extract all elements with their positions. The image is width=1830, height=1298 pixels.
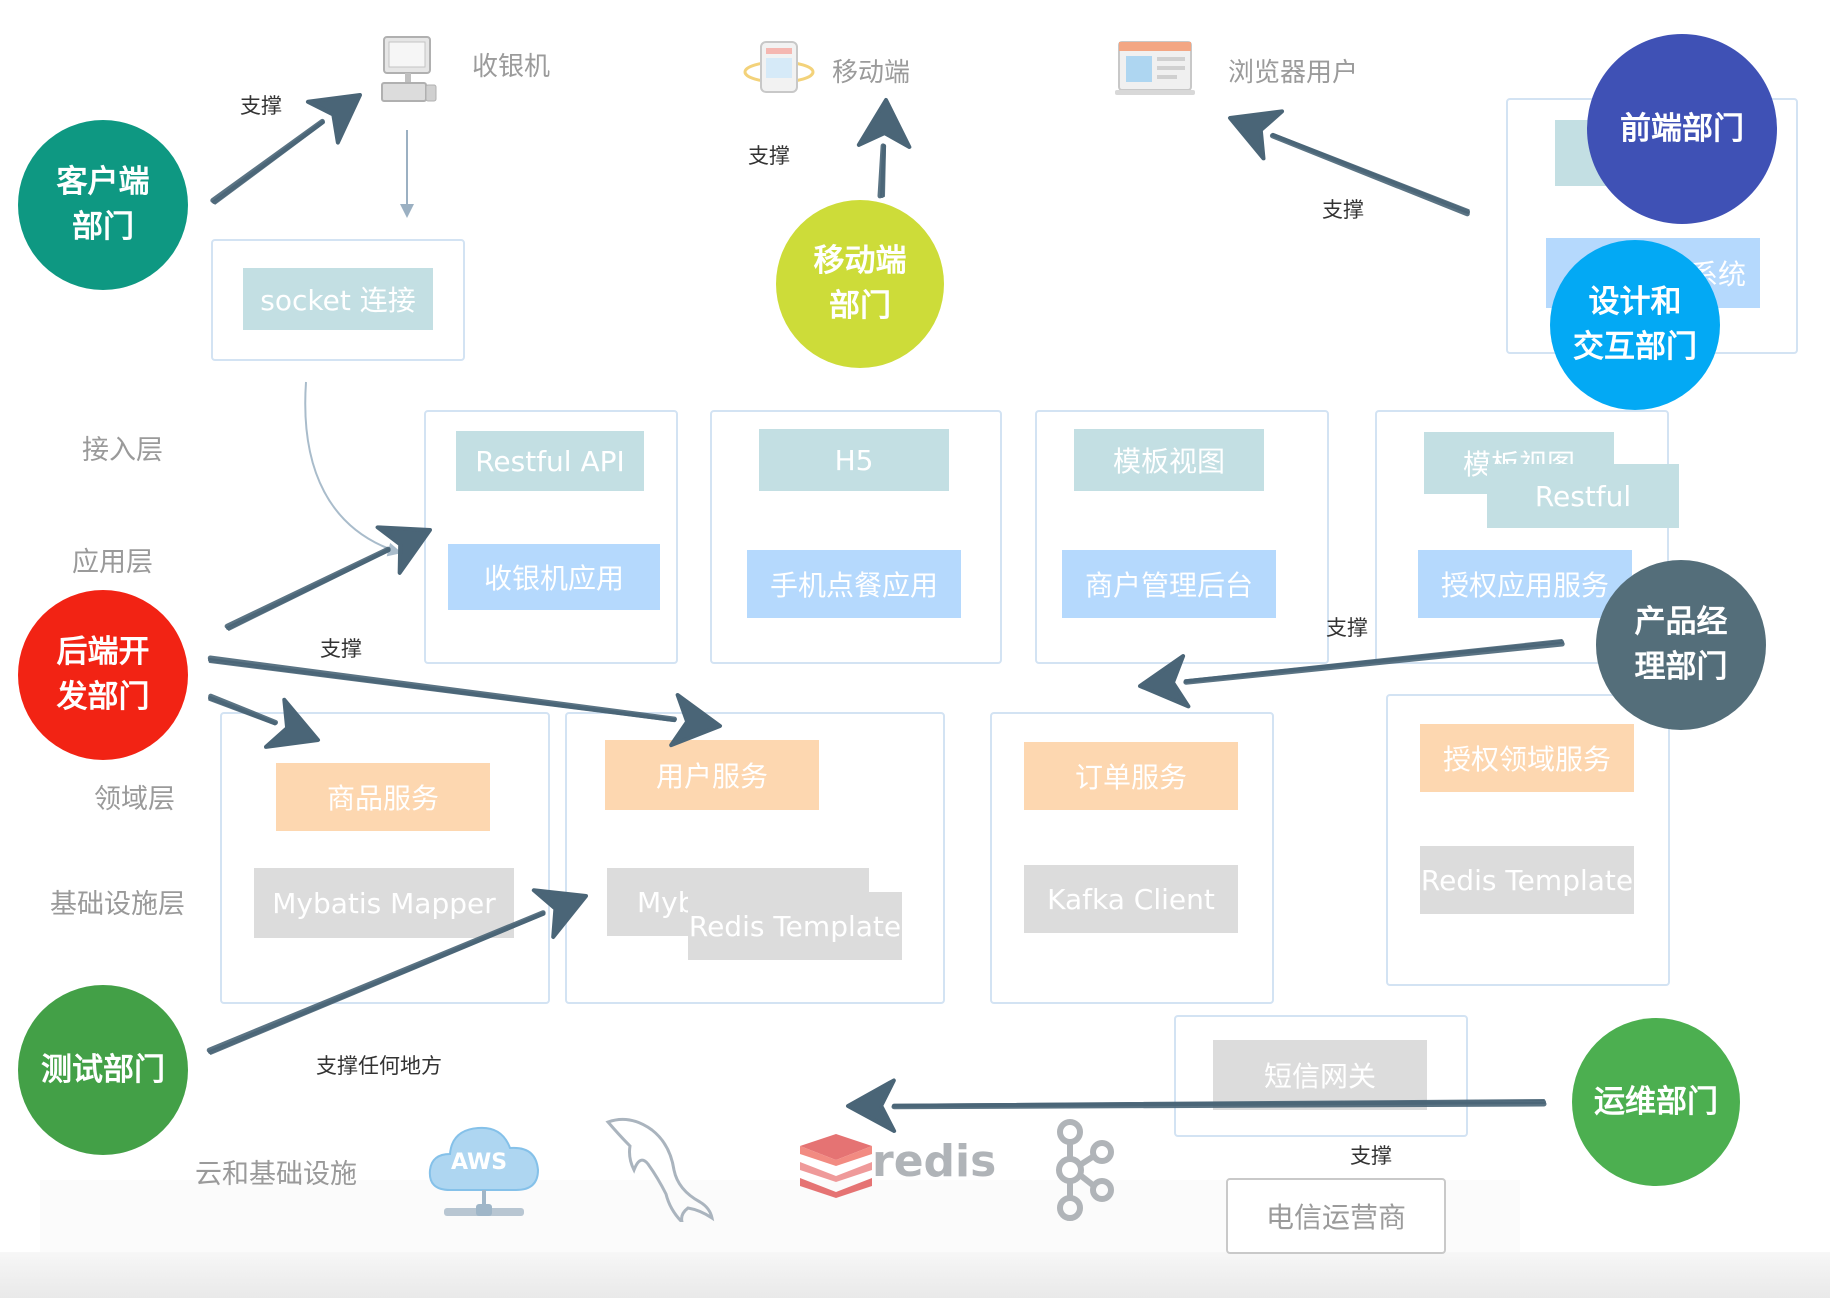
test-department-circle: 测试部门 (18, 985, 188, 1155)
client-support-arrow (210, 93, 362, 205)
test-support-label: 支撑任何地方 (316, 1054, 442, 1078)
mobile-dept-line-1: 移动端 (813, 243, 907, 280)
browser-icon (1115, 41, 1195, 95)
telecom-operator-box: 电信运营商 (1226, 1178, 1446, 1254)
backend-support-label: 支撑 (320, 637, 362, 661)
aws-cloud-icon (428, 1126, 540, 1216)
client-support-label: 支撑 (240, 94, 282, 118)
template-view-tag: 模板视图 (1074, 429, 1264, 491)
mobile-support-arrow (856, 98, 912, 199)
merchant-admin-tag: 商户管理后台 (1062, 550, 1276, 618)
test-dept-line-1: 测试部门 (41, 1051, 165, 1088)
pm-dept-line-2: 理部门 (1634, 649, 1728, 685)
mobile-department-circle: 移动端部门 (776, 200, 944, 368)
product-manager-department-circle: 产品经理部门 (1596, 560, 1766, 730)
mysql-dolphin-icon (605, 1117, 715, 1222)
access-layer-label: 接入层 (82, 435, 163, 466)
redis-logo-icon (800, 1134, 872, 1198)
design-department-circle: 设计和交互部门 (1550, 240, 1720, 410)
bottom-band (0, 1252, 1830, 1298)
backend-department-circle: 后端开发部门 (18, 590, 188, 760)
design-dept-line-2: 交互部门 (1573, 329, 1697, 365)
browser-support-arrow (1228, 109, 1470, 217)
client-dept-line-1: 客户端 (56, 164, 150, 201)
backend-to-cashier-arrow (224, 525, 432, 631)
backend-dept-line-1: 后端开 (56, 634, 150, 671)
backend-to-user-arrow (207, 655, 722, 748)
auth-domain-service-tag: 授权领域服务 (1420, 724, 1634, 792)
design-dept-line-1: 设计和 (1588, 284, 1682, 321)
socket-connection-tag: socket 连接 (243, 268, 433, 330)
socket-to-cashier-app-arrow (304, 381, 399, 553)
ops-support-label: 支撑 (1350, 1144, 1392, 1168)
mobile-support-label: 支撑 (748, 144, 790, 168)
backend-to-product-arrow (208, 693, 320, 749)
user-service-tag: 用户服务 (605, 740, 819, 810)
mybatis-mapper-tag: Mybatis Mapper (254, 868, 514, 938)
pm-dept-line-1: 产品经 (1634, 604, 1728, 641)
redis-template-tag-1: Redis Template (688, 892, 902, 960)
cloud-layer-label: 云和基础设施 (195, 1159, 357, 1190)
frontend-department-circle: 前端部门 (1587, 34, 1777, 224)
application-layer-label: 应用层 (72, 547, 153, 578)
mobile-channel-label: 移动端 (832, 58, 911, 88)
client-department-circle: 客户端部门 (18, 120, 188, 290)
cashier-app-tag: 收银机应用 (448, 544, 660, 610)
backend-dept-line-2: 发部门 (56, 679, 150, 715)
domain-layer-label: 领域层 (94, 784, 175, 815)
redis-logo-text: redis (872, 1136, 997, 1187)
browser-support-label: 支撑 (1322, 198, 1364, 222)
sms-gateway-tag: 短信网关 (1213, 1040, 1427, 1110)
auth-app-service-tag: 授权应用服务 (1418, 550, 1632, 618)
mobile-order-app-tag: 手机点餐应用 (747, 550, 961, 618)
product-service-tag: 商品服务 (276, 763, 490, 831)
browser-channel-label: 浏览器用户 (1228, 58, 1359, 88)
product-manager-support-label: 支撑 (1326, 616, 1368, 640)
product-domain-container (220, 712, 550, 1004)
kafka-icon (1056, 1119, 1114, 1221)
ops-to-cloud-arrow (846, 1078, 1547, 1134)
aws-logo-text: AWS (451, 1150, 508, 1175)
mobile-dept-line-2: 部门 (829, 288, 891, 324)
h5-tag: H5 (759, 429, 949, 491)
ops-dept-line-1: 运维部门 (1594, 1083, 1718, 1120)
test-to-infra-arrow (206, 888, 588, 1055)
frontend-dept-line-1: 前端部门 (1620, 110, 1744, 147)
cashier-machine-icon (381, 36, 437, 102)
redis-template-tag-2: Redis Template (1420, 846, 1634, 914)
infrastructure-layer-label: 基础设施层 (50, 889, 185, 920)
restful-api-tag: Restful API (456, 431, 644, 491)
pm-to-order-arrow (1138, 639, 1565, 709)
kafka-client-tag: Kafka Client (1024, 865, 1238, 933)
order-service-tag: 订单服务 (1024, 742, 1238, 810)
ops-department-circle: 运维部门 (1572, 1018, 1740, 1186)
cashier-to-socket-arrow-head (400, 204, 414, 218)
cashier-channel-label: 收银机 (472, 52, 551, 82)
restful-tag: Restful (1487, 464, 1679, 528)
mobile-device-icon (743, 41, 815, 93)
client-dept-line-2: 部门 (72, 209, 134, 245)
